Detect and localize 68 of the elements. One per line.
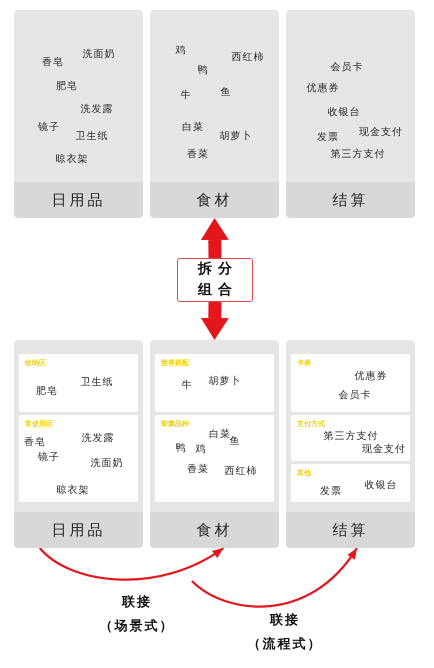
item-label: 第三方支付 xyxy=(324,431,378,443)
category-card xyxy=(150,10,279,218)
item-label: 优惠券 xyxy=(306,83,340,95)
item-label: 晾衣架 xyxy=(56,154,88,166)
item-label: 牛 xyxy=(182,380,192,392)
title-bar: 食材 xyxy=(150,182,279,218)
item-label: 发票 xyxy=(320,486,342,498)
group-panel xyxy=(291,354,410,412)
group-panel xyxy=(291,415,410,461)
item-label: 现金支付 xyxy=(359,127,403,139)
item-label: 卫生纸 xyxy=(76,131,108,143)
item-label: 优惠券 xyxy=(354,371,388,383)
curved-arrow xyxy=(39,547,224,581)
item-label: 香皂 xyxy=(42,57,64,69)
item-label: 收银台 xyxy=(364,480,398,492)
item-label: 白菜 xyxy=(209,429,231,440)
item-label: 镜子 xyxy=(38,122,60,134)
item-label: 香菜 xyxy=(187,149,209,161)
label-box: 拆分组合 xyxy=(177,258,253,302)
group-panel xyxy=(155,415,274,502)
item-label: 鱼 xyxy=(220,87,232,99)
item-label: 镜子 xyxy=(38,452,60,464)
edge-label: 联接（流程式） xyxy=(246,612,324,654)
item-label: 晾衣架 xyxy=(56,485,90,497)
item-label: 香皂 xyxy=(24,437,46,449)
item-label: 第三方支付 xyxy=(330,149,386,161)
item-label: 洗发露 xyxy=(80,104,114,116)
item-label: 洗面奶 xyxy=(90,458,124,470)
item-label: 肥皂 xyxy=(56,81,78,93)
title-bar: 日用品 xyxy=(14,512,143,548)
category-card xyxy=(14,340,143,548)
item-label: 鱼 xyxy=(230,436,240,448)
item-label: 肥皂 xyxy=(36,386,58,398)
item-label: 卫生纸 xyxy=(80,377,114,389)
title-bar: 日用品 xyxy=(14,182,143,218)
title-bar: 结算 xyxy=(286,512,415,548)
group-panel xyxy=(19,354,138,412)
edge-label: 联接（场景式） xyxy=(98,594,176,636)
category-card xyxy=(14,10,143,218)
curved-arrow xyxy=(191,547,358,608)
item-label: 西红柿 xyxy=(232,52,264,64)
item-label: 胡萝卜 xyxy=(208,376,242,388)
item-label: 收银台 xyxy=(328,107,360,119)
item-label: 鸡 xyxy=(176,45,186,57)
item-label: 白菜 xyxy=(182,122,204,134)
item-label: 鸭 xyxy=(198,65,208,77)
block-arrow xyxy=(200,218,229,258)
item-label: 现金支付 xyxy=(362,444,406,456)
item-label: 鸭 xyxy=(176,443,186,455)
category-card xyxy=(150,340,279,548)
title-bar: 食材 xyxy=(150,512,279,548)
group-panel xyxy=(155,354,274,412)
item-label: 香菜 xyxy=(187,464,209,476)
item-label: 发票 xyxy=(317,132,339,144)
block-arrow xyxy=(200,302,229,340)
item-label: 会员卡 xyxy=(330,62,364,74)
title-bar: 结算 xyxy=(286,182,415,218)
group-panel xyxy=(19,415,138,502)
group-panel xyxy=(291,464,410,502)
item-label: 洗面奶 xyxy=(82,49,116,61)
category-card xyxy=(286,340,415,548)
item-label: 会员卡 xyxy=(338,390,372,402)
item-label: 胡萝卜 xyxy=(220,131,252,143)
item-label: 鸡 xyxy=(196,444,206,456)
category-card xyxy=(286,10,415,218)
item-label: 牛 xyxy=(180,90,192,102)
item-label: 洗发露 xyxy=(82,433,114,445)
item-label: 西红柿 xyxy=(224,466,258,478)
